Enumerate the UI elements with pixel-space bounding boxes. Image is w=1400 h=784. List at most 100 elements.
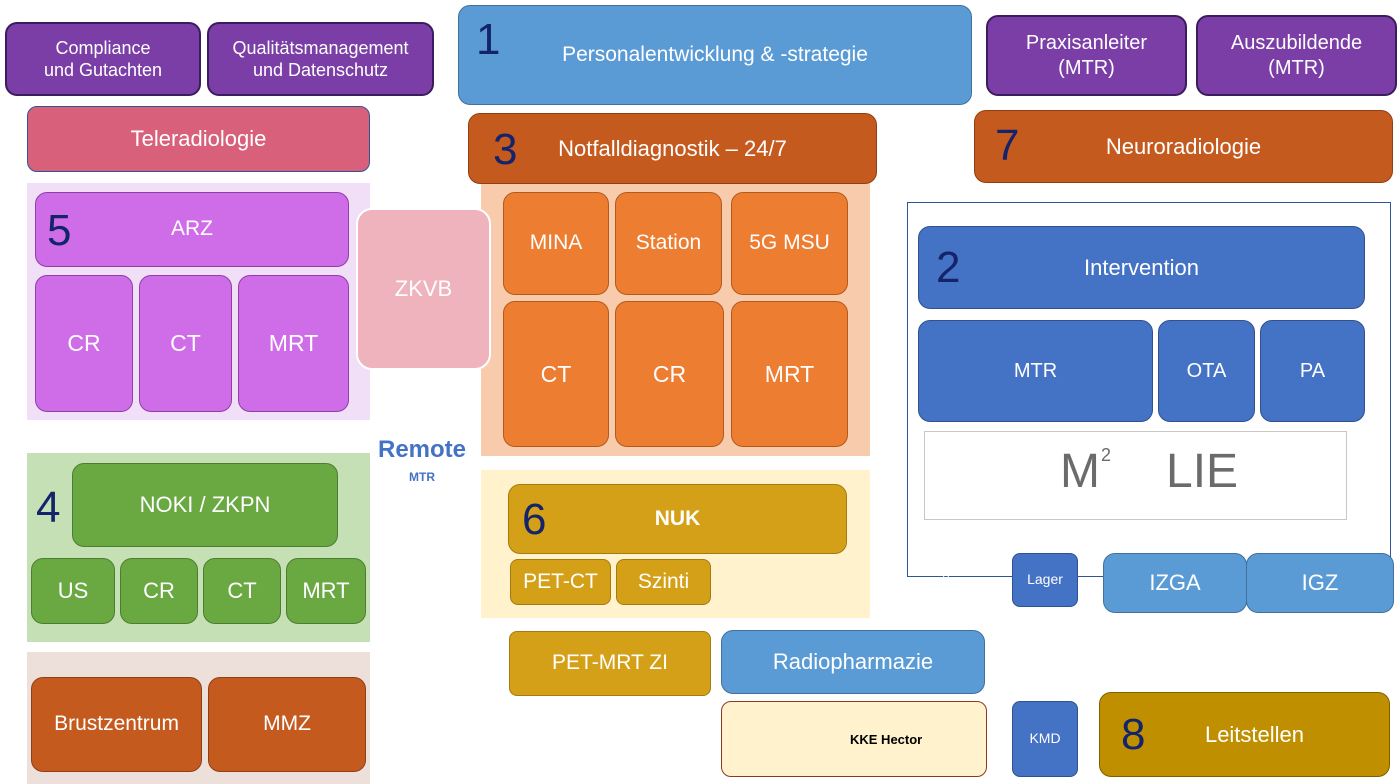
remote-arrow-upper-fill xyxy=(341,383,496,452)
neuro-number: 7 xyxy=(995,121,1020,170)
compliance-line2: und Gutachten xyxy=(43,60,163,80)
auszubildende-box[interactable]: Auszubildende(MTR) xyxy=(1196,15,1397,96)
radiopharmazie-box[interactable]: Radiopharmazie xyxy=(721,630,985,694)
arz-header[interactable]: ARZ xyxy=(35,192,349,267)
notfall-number: 3 xyxy=(493,125,518,174)
leitstellen-title: Leitstellen xyxy=(1204,721,1305,747)
notfall-cell-ct[interactable]: CT xyxy=(503,301,609,447)
notfall-cell-station-label: Station xyxy=(635,231,702,255)
noki-cell-mrt[interactable]: MRT xyxy=(286,558,366,624)
noki-cell-us-label: US xyxy=(57,578,89,604)
igz-label: IGZ xyxy=(1301,570,1339,596)
compliance-line1: Compliance xyxy=(55,37,151,58)
intervention-cell-mtr-label: MTR xyxy=(1013,359,1058,382)
remote-title: Remote xyxy=(377,436,467,463)
intervention-number: 2 xyxy=(936,243,961,292)
notfall-cell-cr-label: CR xyxy=(652,360,687,387)
notfall-cell-ct-label: CT xyxy=(540,360,572,387)
lager-label: Lager xyxy=(1027,571,1063,588)
kmd-label: KMD xyxy=(1029,730,1061,747)
arrow-nuk-radiopharmazie xyxy=(779,556,823,627)
m2olie-logo-lie: LIE xyxy=(1166,445,1239,498)
notfall-header[interactable]: Notfalldiagnostik – 24/7 xyxy=(468,113,877,184)
arrow-neuro-intervention xyxy=(1150,183,1172,224)
mmz-box[interactable]: MMZ xyxy=(208,677,366,772)
arz-cell-mrt[interactable]: MRT xyxy=(238,275,349,412)
quality-line1: Qualitätsmanagement xyxy=(232,37,409,58)
nuk-cell-szinti-label: Szinti xyxy=(637,569,690,593)
leitstellen-box[interactable]: Leitstellen xyxy=(1099,692,1390,777)
personal-box[interactable]: Personalentwicklung & -strategie xyxy=(458,5,972,105)
arrow-noki-nuk xyxy=(360,526,502,572)
nuk-cell-szinti[interactable]: Szinti xyxy=(616,559,711,605)
auszubildende-line1: Auszubildende xyxy=(1230,31,1363,54)
noki-cell-us[interactable]: US xyxy=(31,558,115,624)
arz-cell-cr-label: CR xyxy=(67,330,101,357)
intervention-cell-ota-label: OTA xyxy=(1186,359,1227,382)
arrow-notfall-neuro xyxy=(880,131,970,165)
auszubildende-line2: (MTR) xyxy=(1268,56,1325,79)
mmz-label: MMZ xyxy=(263,712,311,736)
praxisanleiter-box[interactable]: Praxisanleiter(MTR) xyxy=(986,15,1187,96)
noki-cell-cr-label: CR xyxy=(143,578,175,604)
notfall-cell-cr[interactable]: CR xyxy=(615,301,724,447)
brustzentrum-box[interactable]: Brustzentrum xyxy=(31,677,202,772)
nuk-cell-petct-label: PET-CT xyxy=(523,569,598,593)
notfall-cell-mina[interactable]: MINA xyxy=(503,192,609,295)
nuk-title: NUK xyxy=(654,506,701,530)
zkvb-box[interactable]: ZKVB xyxy=(356,208,491,370)
kke-box[interactable] xyxy=(721,701,987,777)
nuk-cell-petct[interactable]: PET-CT xyxy=(510,559,611,605)
neuro-box[interactable]: Neuroradiologie xyxy=(974,110,1393,183)
teleradiologie-label: Teleradiologie xyxy=(130,126,267,152)
noki-number: 4 xyxy=(36,483,61,532)
notfall-cell-mrt-label: MRT xyxy=(764,360,815,387)
personal-label: Personalentwicklung & -strategie xyxy=(562,42,868,66)
noki-cell-mrt-label: MRT xyxy=(302,578,350,604)
quality-line2: und Datenschutz xyxy=(252,60,389,80)
notfall-cell-mina-label: MINA xyxy=(529,231,583,255)
izga-label: IZGA xyxy=(1149,570,1201,596)
nuk-number: 6 xyxy=(522,495,547,544)
brustzentrum-label: Brustzentrum xyxy=(54,712,179,736)
notfall-cell-5gmsu[interactable]: 5G MSU xyxy=(731,192,848,295)
zkvb-label: ZKVB xyxy=(394,276,453,302)
sirt-label: SIRT xyxy=(941,561,951,597)
kke-label: KKE Hector xyxy=(850,732,923,747)
intervention-header[interactable]: Intervention xyxy=(918,226,1365,309)
praxisanleiter-line2: (MTR) xyxy=(1058,56,1115,79)
intervention-cell-mtr[interactable]: MTR xyxy=(918,320,1153,422)
petmrt-box[interactable]: PET-MRT ZI xyxy=(509,631,711,696)
arz-cell-mrt-label: MRT xyxy=(268,330,319,357)
praxisanleiter-line1: Praxisanleiter xyxy=(1025,31,1148,54)
noki-header[interactable]: NOKI / ZKPN xyxy=(72,463,338,547)
intervention-cell-pa-label: PA xyxy=(1299,359,1326,382)
arz-cell-cr[interactable]: CR xyxy=(35,275,133,412)
noki-cell-cr[interactable]: CR xyxy=(120,558,198,624)
arz-cell-ct-label: CT xyxy=(170,330,201,357)
notfall-cell-station[interactable]: Station xyxy=(615,192,722,295)
nuk-header[interactable]: NUK xyxy=(508,484,847,554)
notfall-cell-mrt[interactable]: MRT xyxy=(731,301,848,447)
remote-arrow-upper-head xyxy=(472,424,514,457)
arz-cell-ct[interactable]: CT xyxy=(139,275,232,412)
arz-title: ARZ xyxy=(171,217,213,241)
noki-cell-ct-label: CT xyxy=(227,578,257,604)
remote-arrow-lower-fill xyxy=(350,454,505,524)
notfall-cell-5gmsu-label: 5G MSU xyxy=(749,231,830,255)
lager-box[interactable]: Lager xyxy=(1012,553,1078,607)
intervention-cell-pa[interactable]: PA xyxy=(1260,320,1365,422)
m2olie-logo-m: M xyxy=(1060,445,1100,498)
noki-cell-ct[interactable]: CT xyxy=(203,558,281,624)
kmd-box[interactable]: KMD xyxy=(1012,701,1078,777)
intervention-cell-ota[interactable]: OTA xyxy=(1158,320,1255,422)
m2olie-logo-sup: 2 xyxy=(1101,445,1112,465)
leitstellen-number: 8 xyxy=(1121,710,1146,759)
igz-box[interactable]: IGZ xyxy=(1246,553,1394,613)
arz-number: 5 xyxy=(47,206,72,255)
izga-box[interactable]: IZGA xyxy=(1103,553,1247,613)
petmrt-label: PET-MRT ZI xyxy=(552,651,668,675)
teleradiologie-box[interactable]: Teleradiologie xyxy=(27,106,370,172)
